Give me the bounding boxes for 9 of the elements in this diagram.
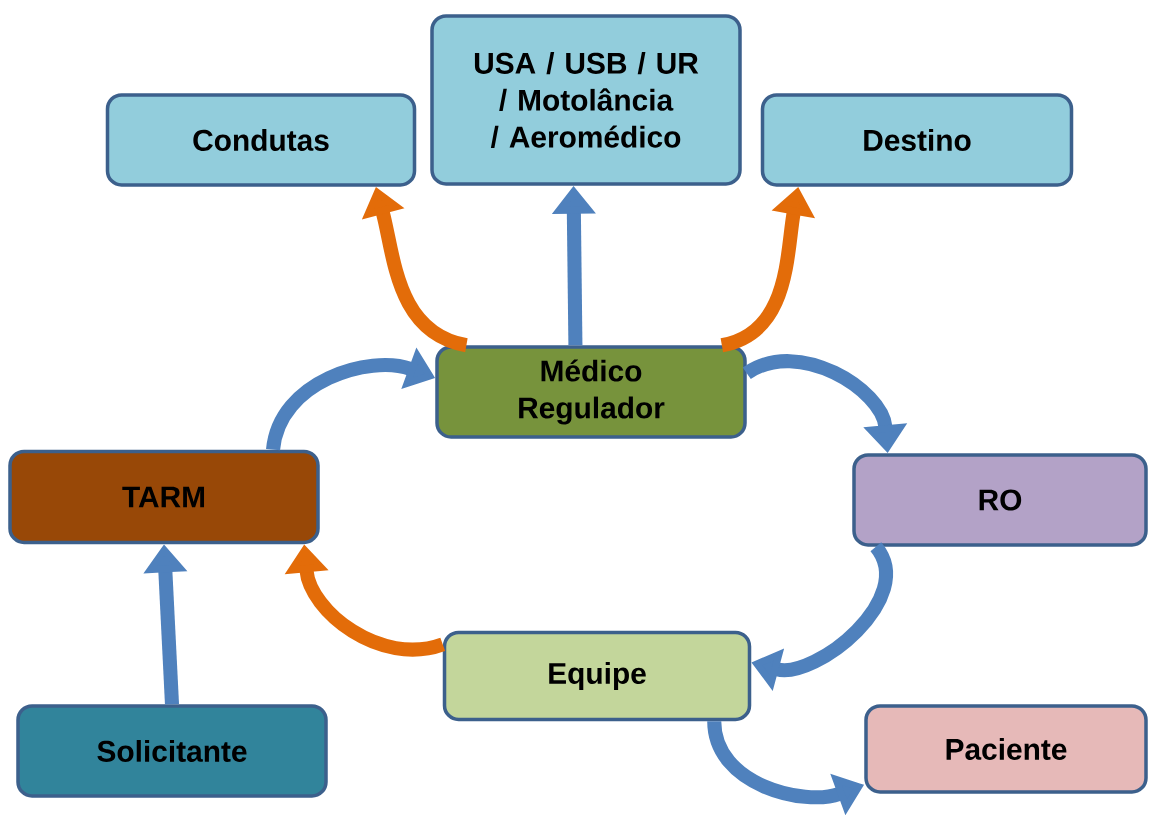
process-box: Solicitante [16, 704, 328, 798]
process-box: Médico Regulador [435, 345, 747, 439]
process-box: Destino [760, 93, 1074, 187]
process-box: Equipe [442, 630, 752, 722]
process-box: Paciente [864, 704, 1148, 794]
process-box: USA / USB / UR / Motolância / Aeromédico [430, 14, 742, 186]
process-box: TARM [8, 449, 320, 545]
process-box: RO [852, 453, 1148, 547]
process-box: Condutas [105, 93, 417, 187]
